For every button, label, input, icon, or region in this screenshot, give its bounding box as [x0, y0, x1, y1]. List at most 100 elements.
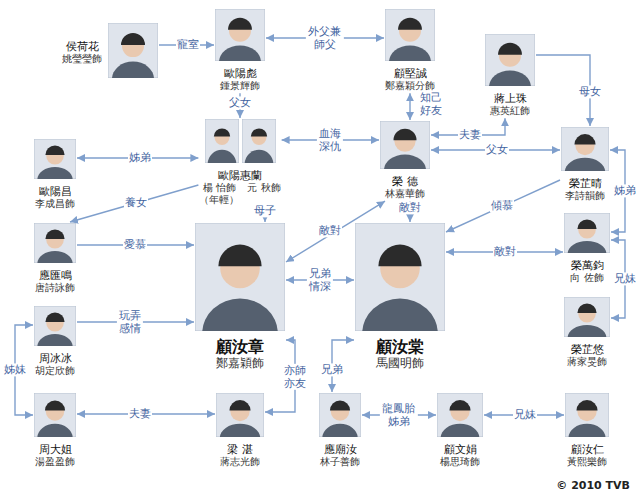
character-name: 榮 德 — [392, 175, 418, 188]
text-row: 榮萬鈞 — [571, 259, 604, 272]
photo-group — [34, 306, 76, 350]
photo-group — [108, 23, 158, 82]
relation-label: 兄妹 — [613, 272, 637, 285]
photo-group — [385, 9, 435, 65]
photo-hair — [378, 245, 421, 267]
character-card: 歐陽彪鍾景輝飾 — [214, 8, 266, 93]
photo-group — [205, 119, 276, 167]
photo-cell — [564, 213, 610, 257]
text-row: 湯盈盈飾 — [35, 456, 75, 468]
character-name: 榮芷悠 — [571, 343, 604, 356]
character-name: 周冰冰 — [39, 352, 72, 365]
text-row: 顧汝棠 — [376, 337, 424, 356]
text-row: 馬國明飾 — [376, 356, 424, 370]
text-column: 侯荷花 — [66, 40, 99, 53]
actor-credit: （年輕） — [199, 194, 239, 206]
photo-cell — [216, 393, 264, 441]
text-block: 侯荷花姚瑩瑩飾 — [62, 40, 102, 65]
text-column: 歐陽彪 — [224, 67, 257, 80]
character-card: 榮芷悠蔣家旻飾 — [563, 296, 611, 369]
photo-hair — [574, 134, 595, 145]
text-block: 榮芷悠蔣家旻飾 — [567, 343, 607, 368]
text-column: 李成昌飾 — [35, 198, 75, 210]
photo-hair — [228, 18, 252, 30]
relation-label: 寵室 — [176, 38, 200, 51]
text-column: 榮萬鈞 — [571, 259, 604, 272]
photo-shoulders — [489, 70, 531, 86]
photo-hair — [498, 43, 522, 55]
photo-hair — [577, 303, 596, 313]
text-column: 顧汝棠 — [376, 337, 424, 356]
text-row: 應廟汝 — [324, 443, 357, 456]
text-column: 馬國明飾 — [376, 356, 424, 370]
character-name: 顧文娟 — [444, 443, 477, 456]
photo-shoulders — [244, 150, 273, 163]
character-card: 顧文娟楊思琦飾 — [436, 392, 484, 469]
photo-hair — [213, 128, 229, 136]
photo-group — [34, 223, 76, 267]
photo-cell — [485, 34, 535, 90]
text-column: 湯盈盈飾 — [35, 456, 75, 468]
photo-shoulders — [441, 424, 480, 437]
relation-label: 夫妻 — [458, 128, 482, 141]
character-card: 周大姐湯盈盈飾 — [33, 392, 77, 469]
character-name: 顧汝棠 — [376, 337, 424, 356]
copyright-notice: © 2010 TVB — [556, 479, 630, 492]
photo-cell — [215, 9, 265, 65]
actor-credit: 李詩韻飾 — [565, 190, 605, 202]
portrait-photo — [34, 223, 76, 263]
text-block: 周大姐湯盈盈飾 — [35, 443, 75, 468]
text-block: 顧文娟楊思琦飾 — [440, 443, 480, 468]
text-row: 榮 德 — [392, 175, 418, 188]
character-card: 顧堅誠鄭嘉穎分飾 — [384, 8, 436, 93]
character-card: 周冰冰胡定欣飾 — [33, 305, 77, 378]
photo-hair — [45, 145, 64, 155]
photo-hair — [250, 128, 266, 136]
character-name: 歐陽彪 — [224, 67, 257, 80]
photo-shoulders — [384, 155, 426, 169]
text-row: 林子善飾 — [320, 456, 360, 468]
actor-credit: 李成昌飾 — [35, 198, 75, 210]
text-column: 姚瑩瑩飾 — [62, 53, 102, 65]
text-block: 顧汝仁黃熙樂飾 — [567, 443, 607, 468]
photo-shoulders — [569, 424, 606, 437]
photo-cell — [34, 306, 76, 350]
photo-group — [355, 223, 445, 335]
relation-label: 知己 好友 — [418, 91, 444, 117]
portrait-photo — [216, 393, 264, 437]
text-block: 梁 湛蔣志光飾 — [220, 443, 260, 468]
text-row: 顧汝章 — [216, 337, 264, 356]
portrait-photo — [34, 393, 76, 437]
photo-group — [215, 9, 265, 65]
portrait-photo — [242, 119, 276, 163]
text-column: 蔣家旻飾 — [567, 356, 607, 368]
text-block: 應廟汝林子善飾 — [320, 443, 360, 468]
text-column: 顧汝仁 — [571, 443, 604, 456]
text-column: 惠英紅飾 — [490, 105, 530, 117]
character-name: 侯荷花 — [66, 40, 99, 53]
text-row: 李詩韻飾 — [565, 190, 605, 202]
text-row: 唐詩詠飾 — [35, 282, 75, 294]
character-name: 顧汝章 — [216, 337, 264, 356]
actor-credit: 林嘉華飾 — [385, 188, 425, 200]
photo-cell — [565, 393, 609, 441]
actor-credit: 楊 怡飾 — [203, 182, 236, 194]
relation-label: 兄弟 — [320, 363, 344, 376]
text-column: 榮芷悠 — [571, 343, 604, 356]
relation-label: 血海 深仇 — [317, 127, 343, 153]
portrait-photo — [380, 121, 430, 169]
relation-label: 母子 — [253, 204, 277, 217]
photo-hair — [45, 229, 64, 239]
character-card: 歐陽昌李成昌飾 — [33, 138, 77, 211]
relation-label: 姊妹 — [3, 363, 27, 376]
character-name: 榮萬鈞 — [571, 259, 604, 272]
photo-shoulders — [568, 325, 607, 337]
character-card: 歐陽惠蘭楊 怡飾（年輕）元 秋飾 — [198, 118, 281, 207]
character-name: 蔣上珠 — [494, 92, 527, 105]
photo-group — [565, 393, 609, 441]
character-name: 顧堅誠 — [394, 67, 427, 80]
text-row: 歐陽昌 — [39, 185, 72, 198]
text-block: 歐陽昌李成昌飾 — [35, 185, 75, 210]
character-name: 榮芷晴 — [569, 177, 602, 190]
